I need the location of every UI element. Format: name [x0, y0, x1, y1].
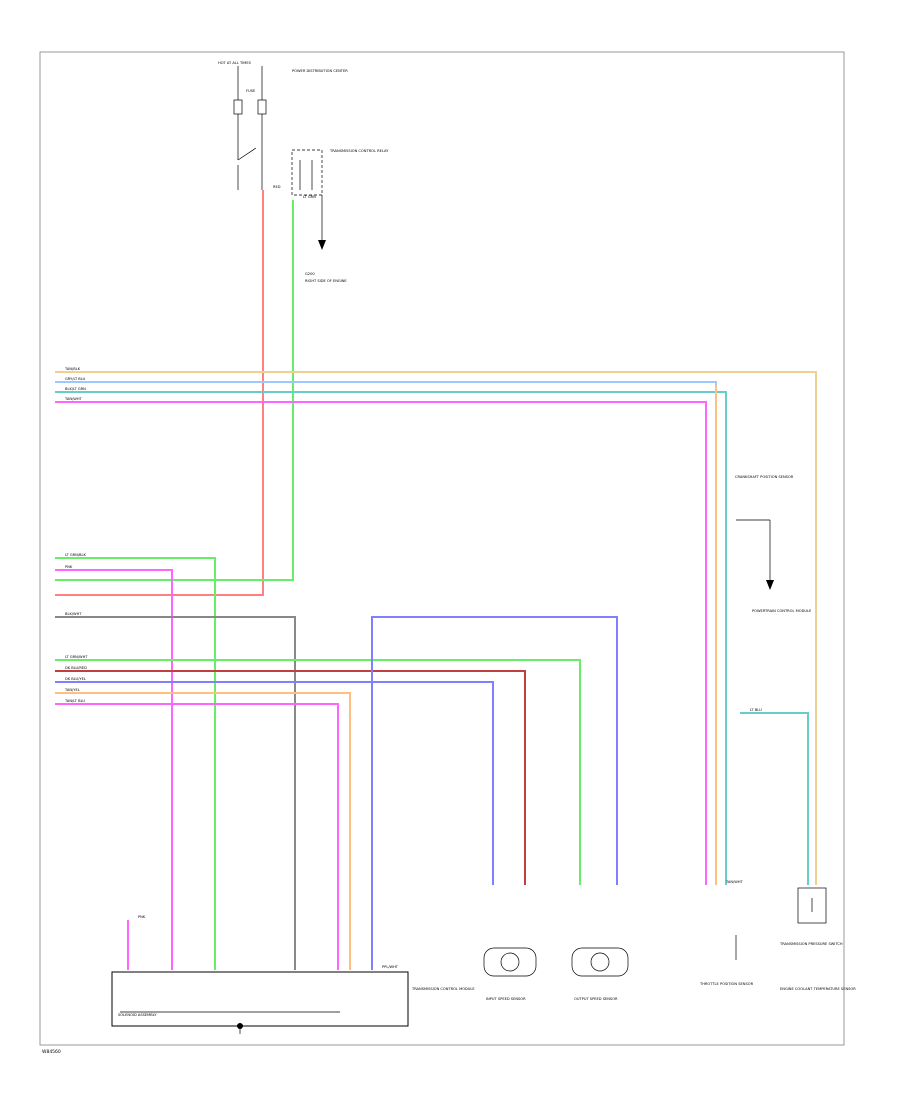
wire-label: LT BLU: [750, 708, 762, 712]
throttle-sensor: THROTTLE POSITION SENSOR: [699, 935, 754, 986]
ground-desc: RIGHT SIDE OF ENGINE: [305, 279, 347, 283]
relay-block: TRANSMISSION CONTROL RELAY G200 RIGHT SI…: [291, 149, 389, 283]
pressure-switch-icon: [797, 887, 827, 924]
tcm-desc: TRANSMISSION CONTROL MODULE: [411, 987, 475, 991]
output-sensor-icon: [571, 947, 629, 977]
wire-w-blue-ovs: [371, 616, 618, 970]
pressure-desc: TRANSMISSION PRESSURE SWITCH: [779, 942, 843, 946]
speed1-desc: INPUT SPEED SENSOR: [486, 997, 526, 1001]
output-speed-sensor: OUTPUT SPEED SENSOR: [571, 947, 629, 1001]
wire-label: PNK: [138, 915, 146, 919]
input-speed-sensor: INPUT SPEED SENSOR: [483, 947, 537, 1001]
wire-label: PPL/WHT: [382, 965, 399, 969]
wire-w-pink-bot2: [55, 703, 339, 970]
wire-label: LT GRN: [303, 195, 316, 199]
crank-desc: CRANKSHAFT POSITION SENSOR: [735, 475, 794, 479]
switch-icon: [237, 147, 257, 161]
wire-w-grn-bot2: [55, 659, 581, 885]
wire-label: DK BLU/YEL: [65, 677, 86, 681]
wire-w-tan-top: [55, 371, 817, 885]
relay-arrow-icon: [318, 240, 326, 250]
wire-label: LT GRN/BLK: [65, 553, 86, 557]
wire-w-teal-sensor: [740, 712, 809, 885]
wire-label: TAN/YEL: [64, 688, 80, 692]
tcm-box: [111, 971, 409, 1027]
ground-label: G200: [305, 272, 315, 276]
wire-label: RED: [273, 185, 281, 189]
wire-w-orng-bot: [55, 692, 351, 970]
wire-label: DK BLU/RED: [65, 666, 87, 670]
wire-label: LT GRN/WHT: [65, 655, 88, 659]
throttle-desc: THROTTLE POSITION SENSOR: [699, 982, 754, 986]
input-sensor-icon: [483, 947, 537, 977]
wire-w-grn-bot1: [55, 557, 216, 970]
crank-arrow-icon: [766, 580, 774, 590]
wire-label: BLK/WHT: [65, 612, 82, 616]
wire-w-pink-top: [55, 401, 707, 885]
fuse-1-icon: [233, 99, 243, 115]
wire-label: TAN/LT BLU: [64, 699, 85, 703]
wire-label: TAN/WHT: [725, 880, 744, 884]
diagram-id: W84560: [42, 1049, 61, 1055]
speed2-desc: OUTPUT SPEED SENSOR: [574, 997, 618, 1001]
wire-w-pink-bot1: [55, 569, 173, 970]
relay-desc: TRANSMISSION CONTROL RELAY: [329, 149, 389, 153]
wire-w-hot: [55, 190, 264, 596]
wire-label: TAN/BLK: [64, 367, 81, 371]
wire-w-hot-run: [55, 200, 294, 581]
pcm-desc: POWERTRAIN CONTROL MODULE: [752, 609, 812, 613]
hot-label: HOT AT ALL TIMES: [218, 61, 252, 65]
fuse-desc: POWER DISTRIBUTION CENTER: [292, 69, 348, 73]
wire-w-gray-bot: [55, 616, 296, 970]
relay-box: [291, 149, 323, 196]
wire-label: GRY/LT BLU: [65, 377, 86, 381]
pressure-switch: TRANSMISSION PRESSURE SWITCH ENGINE COOL…: [779, 887, 856, 991]
wire-label: BLK/LT GRN: [65, 387, 86, 391]
crank-sensor: CRANKSHAFT POSITION SENSOR POWERTRAIN CO…: [735, 475, 812, 613]
diagram-frame: [39, 51, 845, 1046]
wire-label: PNK: [65, 565, 73, 569]
wires-layer: RED LT GRN TAN/BLK GRY/LT BLU BLK/LT GRN TAN/…: [55, 185, 817, 970]
temp-desc: ENGINE COOLANT TEMPERATURE SENSOR: [780, 987, 856, 991]
wire-w-teal-top: [55, 391, 727, 885]
wire-w-blue-bot: [55, 681, 494, 885]
wire-w-dred-bot: [55, 670, 526, 885]
fuse-2-icon: [257, 99, 267, 115]
wire-label: TAN/WHT: [64, 397, 83, 401]
tcm-block: TRANSMISSION CONTROL MODULE SOLENOID ASS…: [111, 971, 475, 1034]
fuse-block: HOT AT ALL TIMES FUSE POWER DISTRIBUTION…: [218, 61, 348, 190]
solenoid-desc: SOLENOID ASSEMBLY: [118, 1013, 157, 1017]
fuse-label: FUSE: [246, 89, 256, 93]
